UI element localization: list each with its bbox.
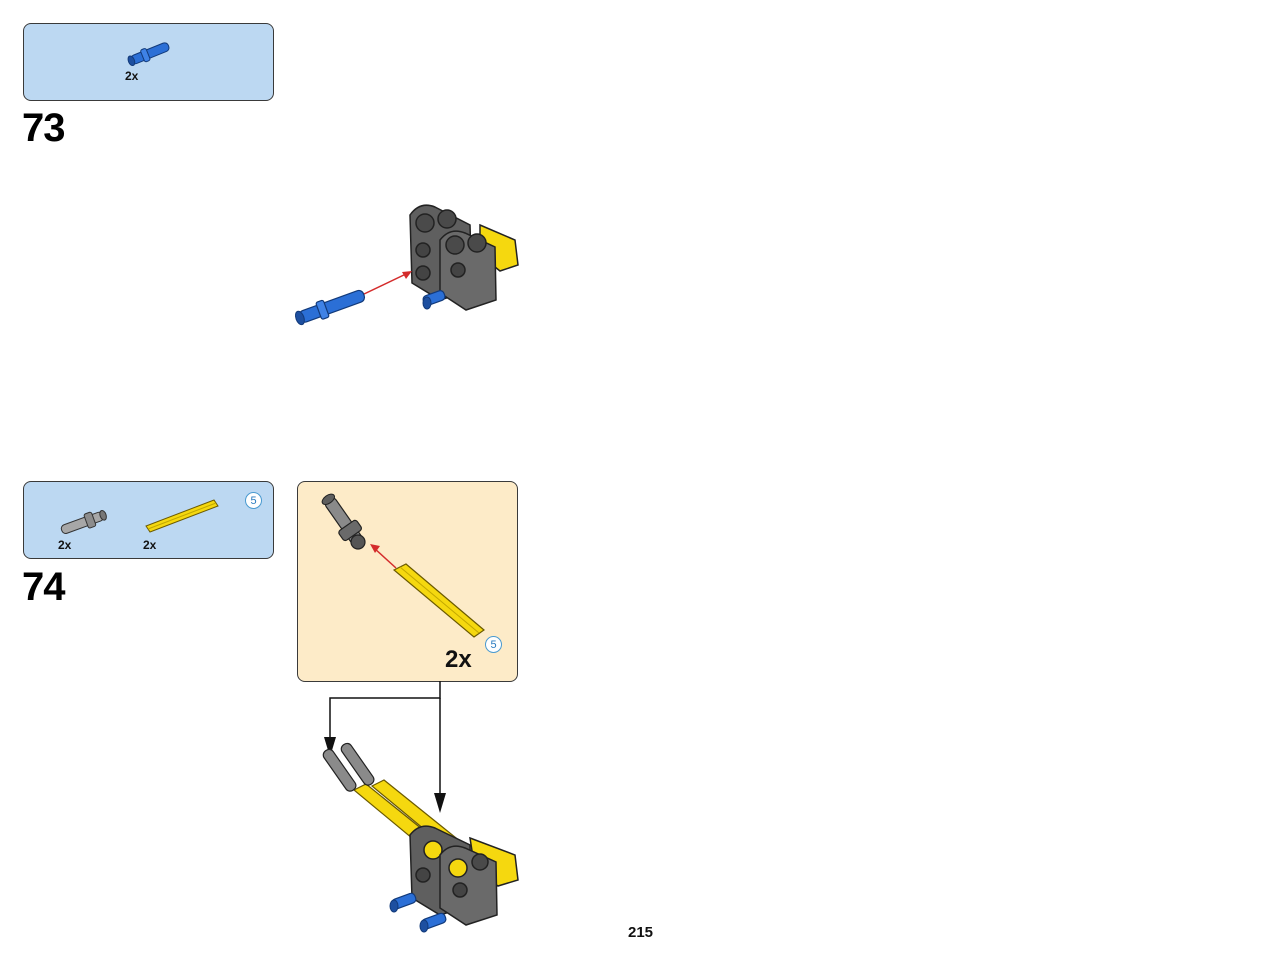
subassembly-axle-length-badge: 5 xyxy=(485,636,502,653)
step-74-subassembly-callout: 2x 5 xyxy=(297,481,518,682)
blue-pin-icon xyxy=(127,42,170,67)
yellow-axle-icon xyxy=(145,499,219,533)
yellow-axle-quantity: 2x xyxy=(143,538,157,552)
step-73-number: 73 xyxy=(22,106,65,150)
step-73-parts-callout: 2x xyxy=(23,23,274,101)
page-number: 215 xyxy=(628,924,654,941)
step-73-assembly-illustration xyxy=(294,204,519,326)
subassembly-quantity: 2x xyxy=(445,646,472,673)
axle-length-badge: 5 xyxy=(245,492,262,509)
grey-pin-quantity: 2x xyxy=(58,538,72,552)
step-74-number: 74 xyxy=(22,565,65,609)
step-74-assembly-illustration xyxy=(322,742,519,933)
blue-pin-quantity: 2x xyxy=(125,69,139,83)
subassembly-placement-arrows xyxy=(324,681,446,813)
step-74-parts-callout: 2x 2x 5 xyxy=(23,481,274,559)
subassembly-illustration xyxy=(321,493,485,638)
grey-pin-icon xyxy=(60,510,107,534)
